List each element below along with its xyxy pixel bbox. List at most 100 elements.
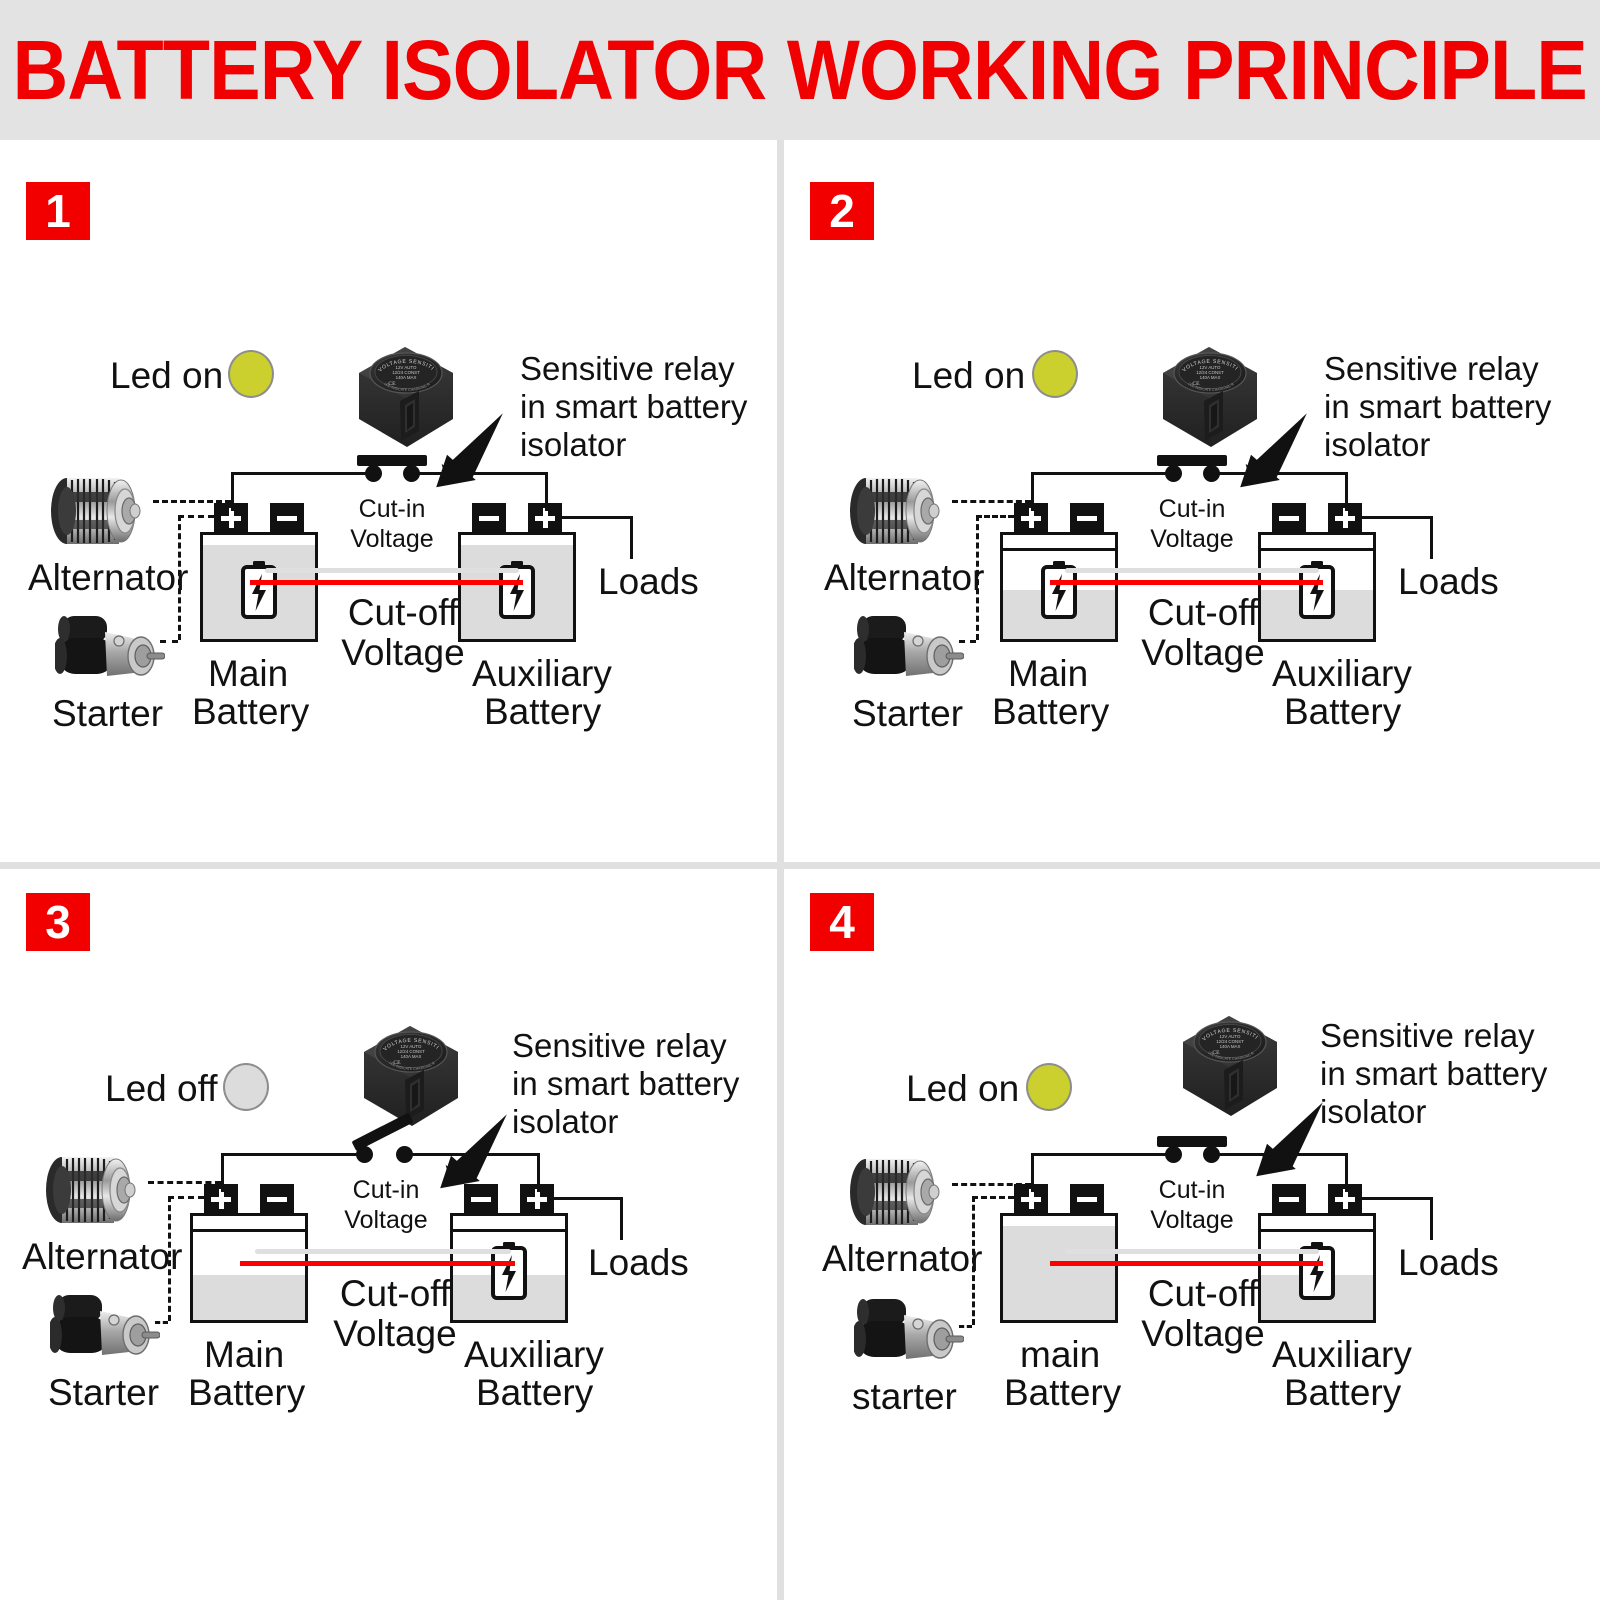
svg-text:CE: CE: [388, 381, 396, 387]
relay-callout-line2: in smart battery: [1320, 1055, 1548, 1092]
auxiliary-battery-label-line1: Auxiliary: [1272, 653, 1412, 694]
auxiliary-battery-positive-terminal: [1328, 1184, 1362, 1214]
wire-main-positive-riser: [231, 472, 234, 511]
auxiliary-battery-negative-terminal-symbol: [471, 1196, 491, 1202]
loads-label: Loads: [598, 561, 699, 602]
relay-callout-line2: in smart battery: [1324, 388, 1552, 425]
loads-label: Loads: [1398, 1242, 1499, 1283]
auxiliary-battery-negative-terminal-symbol: [1279, 515, 1299, 521]
panel-divider-vertical: [777, 140, 784, 1600]
wire-main-positive-riser: [221, 1153, 224, 1192]
relay-contact-left: [1165, 465, 1182, 482]
main-battery-label-line2: Battery: [1004, 1372, 1122, 1413]
auxiliary-battery-negative-terminal-symbol: [1279, 1196, 1299, 1202]
page-header: BATTERY ISOLATOR WORKING PRINCIPLE: [0, 0, 1600, 140]
auxiliary-battery-lid-line: [1261, 548, 1373, 551]
main-battery-negative-terminal-symbol: [1077, 515, 1097, 521]
auxiliary-battery-positive-terminal-symbol: [1335, 1189, 1355, 1209]
cut-off-guide-line: [254, 1249, 512, 1254]
alternator-label: Alternator: [822, 1238, 983, 1279]
auxiliary-battery-negative-terminal: [1272, 1184, 1306, 1214]
led-status-label: Led on: [912, 355, 1026, 396]
led-status-label: Led on: [906, 1068, 1020, 1109]
auxiliary-battery-negative-terminal: [472, 503, 506, 533]
main-battery-positive-terminal-symbol: [211, 1189, 231, 1209]
main-battery-negative-terminal-symbol: [1077, 1196, 1097, 1202]
wire-bus-left: [1031, 1153, 1173, 1156]
cut-off-voltage-label-line1: Cut-off: [347, 592, 459, 633]
auxiliary-battery-bolt-icon: [1298, 561, 1336, 619]
main-battery-lid-line: [1003, 548, 1115, 551]
loads-label: Loads: [588, 1242, 689, 1283]
alternator-label: Alternator: [22, 1236, 183, 1277]
starter-label: Starter: [852, 693, 964, 734]
relay-switch-bar-closed[interactable]: [357, 455, 427, 466]
main-battery-label-line2: Battery: [992, 691, 1110, 732]
cut-in-voltage-label-line1: Cut-in: [1158, 1176, 1226, 1204]
main-battery-negative-terminal: [260, 1184, 294, 1214]
auxiliary-battery-positive-terminal-symbol: [527, 1189, 547, 1209]
auxiliary-battery-label-line2: Battery: [1284, 691, 1402, 732]
relay-switch-bar-closed[interactable]: [1157, 1136, 1227, 1147]
main-battery-negative-terminal-symbol: [277, 515, 297, 521]
wire-starter-dashed-h: [959, 640, 976, 643]
auxiliary-battery-bolt-icon: [498, 561, 536, 619]
alternator-image: [45, 470, 155, 557]
svg-text:CE: CE: [1212, 1050, 1220, 1056]
panel-number-badge: 2: [810, 182, 874, 240]
wire-alternator-dashed: [952, 1183, 1031, 1186]
cut-in-voltage-label-line1: Cut-in: [358, 495, 426, 523]
wire-starter-dashed-v: [178, 515, 181, 640]
main-battery-positive-terminal-symbol: [221, 508, 241, 528]
alternator-label: Alternator: [824, 557, 985, 598]
wire-bus-right: [1211, 472, 1348, 475]
auxiliary-battery-label-line2: Battery: [484, 691, 602, 732]
wire-main-positive-riser: [1031, 1153, 1034, 1192]
auxiliary-battery-negative-terminal: [1272, 503, 1306, 533]
starter-label: starter: [852, 1376, 957, 1417]
svg-text:CE: CE: [393, 1060, 401, 1066]
auxiliary-battery-label-line2: Battery: [476, 1372, 594, 1413]
wire-loads-v: [620, 1197, 623, 1240]
relay-callout-line3: isolator: [512, 1103, 619, 1140]
alternator-image: [40, 1149, 150, 1236]
led-status-label: Led off: [105, 1068, 218, 1109]
cut-off-voltage-label-line2: Voltage: [341, 632, 465, 673]
wire-alternator-dashed: [148, 1181, 221, 1184]
cut-off-voltage-label-line2: Voltage: [333, 1313, 457, 1354]
led-status-label: Led on: [110, 355, 224, 396]
cut-off-voltage-label-line2: Voltage: [1141, 1313, 1265, 1354]
cut-off-voltage-label-line2: Voltage: [1141, 632, 1265, 673]
main-battery-charge-fill: [1003, 1226, 1115, 1320]
auxiliary-battery-bolt-icon: [1298, 1242, 1336, 1300]
relay-callout-arrow-icon: [424, 1109, 514, 1199]
wire-aux-positive-riser: [1345, 472, 1348, 511]
cut-off-voltage-label-line1: Cut-off: [1147, 1273, 1259, 1314]
main-battery-charge-fill: [193, 1275, 305, 1320]
starter-label: Starter: [48, 1372, 160, 1413]
main-battery-bolt-icon: [240, 561, 278, 619]
wire-starter-dashed-h: [959, 1325, 972, 1328]
svg-text:140A MAX: 140A MAX: [1200, 375, 1221, 380]
auxiliary-battery-bolt-icon: [490, 1242, 528, 1300]
main-battery-label-line1: main: [1020, 1334, 1101, 1375]
relay-callout-arrow-icon: [1224, 408, 1314, 498]
wire-starter-dashed-top: [168, 1196, 204, 1199]
cut-in-voltage-label-line2: Voltage: [350, 525, 434, 553]
wire-loads-h: [562, 516, 630, 519]
svg-text:12/24 CONST: 12/24 CONST: [1216, 1039, 1244, 1044]
auxiliary-battery-positive-terminal-symbol: [1335, 508, 1355, 528]
main-battery-label-line1: Main: [1008, 653, 1089, 694]
relay-callout-line2: in smart battery: [520, 388, 748, 425]
relay-callout-line1: Sensitive relay: [1324, 350, 1539, 387]
main-battery-lid-line: [193, 1229, 305, 1232]
starter-label: Starter: [52, 693, 164, 734]
svg-text:12/24 CONST: 12/24 CONST: [392, 370, 420, 375]
voltage-sensitive-relay-device: VOLTAGE SENSITIVE RELAY 12V AUTO 12/24 C…: [348, 1010, 470, 1134]
relay-contact-right: [1203, 465, 1220, 482]
relay-switch-bar-closed[interactable]: [1157, 455, 1227, 466]
voltage-sensitive-relay-device: VOLTAGE SENSITIVE RELAY 12V AUTO 12/24 C…: [343, 331, 465, 455]
starter-image: [48, 1289, 161, 1372]
